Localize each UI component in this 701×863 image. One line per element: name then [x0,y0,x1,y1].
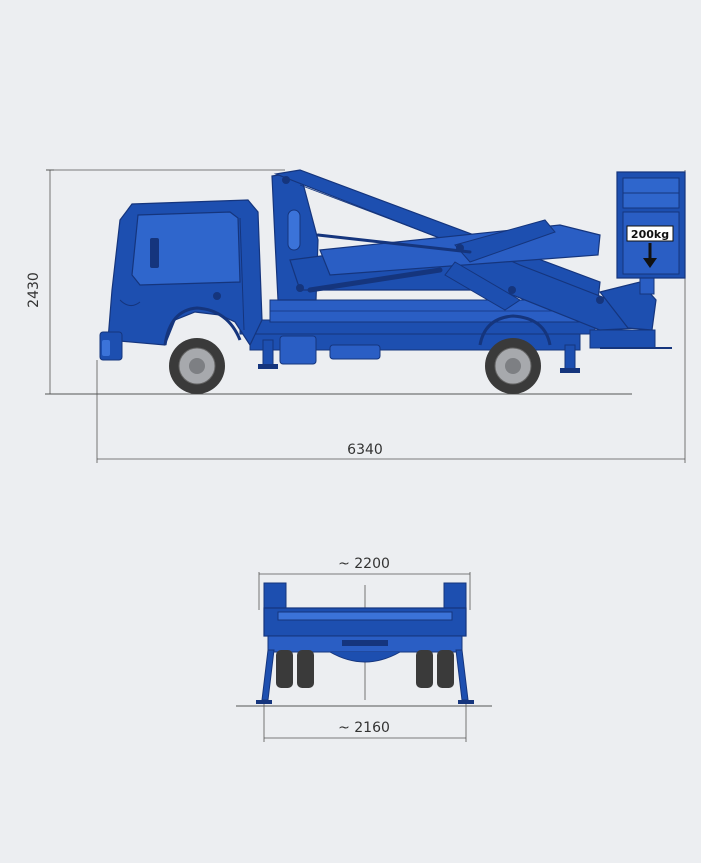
rear-wheel [485,338,541,394]
bottom-width-dimension: ~ 2160 [263,704,467,742]
height-label: 2430 [26,272,42,308]
top-width-label: ~ 2200 [338,556,390,572]
length-label: 6340 [347,442,383,458]
load-arrow-down-icon [643,243,657,268]
work-basket: 200kg [616,171,686,279]
load-capacity-label: 200kg [631,228,669,241]
side-view: 2430 6340 [26,169,686,463]
side-mirror [150,238,159,268]
bottom-width-label: ~ 2160 [338,720,390,736]
front-wheel [169,338,225,394]
rear-view: ~ 2200 ~ 2160 [236,556,492,742]
aerial-boom [271,169,657,331]
height-dimension: 2430 [26,169,285,395]
cab-window [131,211,241,286]
truck-cab [99,199,263,361]
top-width-dimension: ~ 2200 [258,556,471,610]
